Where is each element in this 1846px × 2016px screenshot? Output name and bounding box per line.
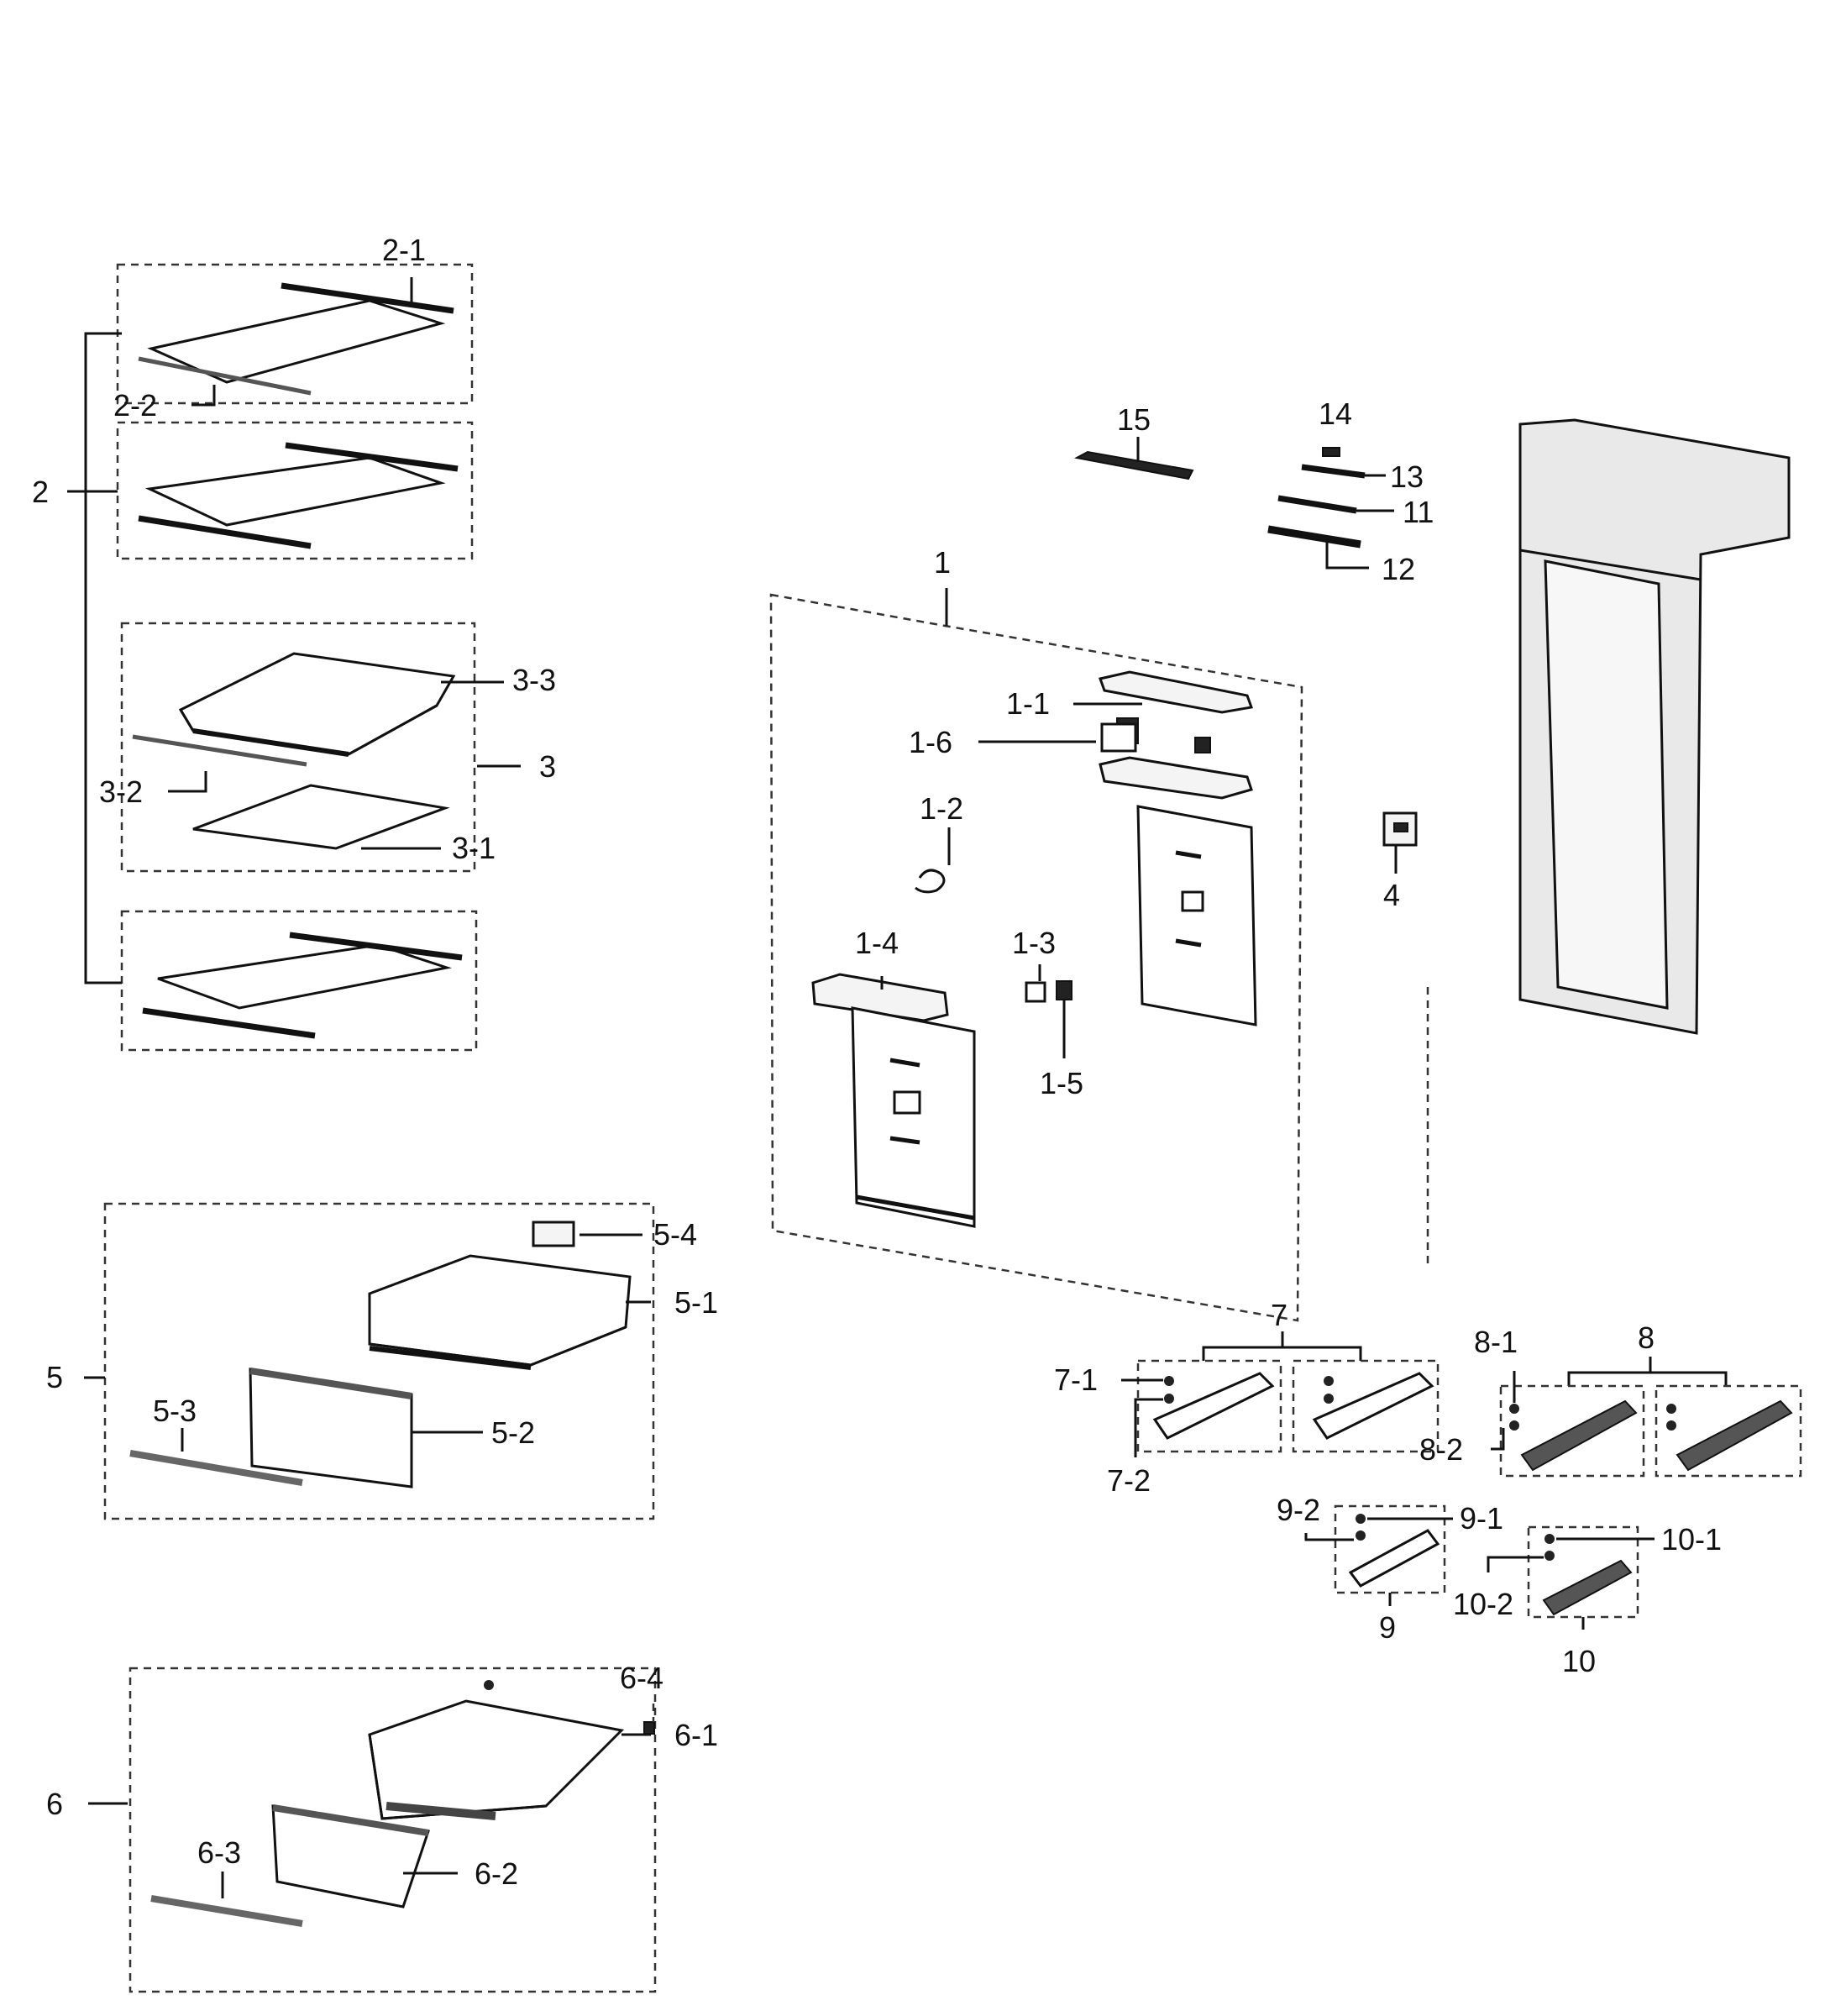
label-1: 1 xyxy=(934,545,951,580)
label-9-2: 9-2 xyxy=(1277,1493,1320,1527)
label-7-2: 7-2 xyxy=(1107,1463,1151,1498)
panel-assembly-1 xyxy=(769,588,1303,1322)
label-10: 10 xyxy=(1562,1644,1596,1678)
label-2-1: 2-1 xyxy=(382,233,426,267)
label-6-1: 6-1 xyxy=(674,1718,718,1752)
label-1-3: 1-3 xyxy=(1012,926,1056,960)
label-3-2: 3-2 xyxy=(99,774,143,809)
label-5-1: 5-1 xyxy=(674,1285,718,1320)
part-15 xyxy=(1074,437,1194,480)
label-1-5: 1-5 xyxy=(1040,1066,1083,1100)
label-7-1: 7-1 xyxy=(1054,1362,1098,1397)
label-5-2: 5-2 xyxy=(491,1415,535,1450)
label-3-3: 3-3 xyxy=(512,663,556,697)
label-5-3: 5-3 xyxy=(153,1394,197,1428)
label-5: 5 xyxy=(46,1360,63,1394)
shelf-assembly-2b xyxy=(116,421,474,560)
label-14: 14 xyxy=(1319,396,1352,431)
label-5-4: 5-4 xyxy=(653,1217,697,1252)
label-10-1: 10-1 xyxy=(1661,1522,1722,1557)
label-10-2: 10-2 xyxy=(1453,1587,1513,1621)
part-group-7 xyxy=(1121,1331,1440,1457)
label-12: 12 xyxy=(1382,552,1415,586)
label-4: 4 xyxy=(1383,878,1400,912)
label-3: 3 xyxy=(539,749,556,784)
label-2: 2 xyxy=(32,475,49,509)
label-6-4: 6-4 xyxy=(620,1661,663,1695)
label-1-4: 1-4 xyxy=(855,926,899,960)
label-2-2: 2-2 xyxy=(113,388,157,423)
drawer-assembly-5 xyxy=(84,1202,655,1520)
label-1-6: 1-6 xyxy=(909,725,952,759)
label-15: 15 xyxy=(1117,402,1151,437)
label-9: 9 xyxy=(1379,1610,1396,1645)
label-3-1: 3-1 xyxy=(452,831,496,865)
parts-11-12-13-14 xyxy=(1267,447,1394,570)
shelf-assembly-2c xyxy=(120,910,478,1052)
part-group-8 xyxy=(1491,1357,1802,1478)
label-8-1: 8-1 xyxy=(1474,1325,1518,1359)
shelf-assembly-3 xyxy=(120,622,476,873)
label-13: 13 xyxy=(1390,459,1424,494)
label-7: 7 xyxy=(1271,1298,1287,1332)
label-1-1: 1-1 xyxy=(1006,686,1050,721)
label-6-2: 6-2 xyxy=(475,1856,518,1891)
shelf-assembly-2a xyxy=(116,263,474,405)
part-group-10 xyxy=(1487,1525,1655,1630)
label-6: 6 xyxy=(46,1787,63,1821)
label-8: 8 xyxy=(1638,1320,1655,1355)
part-4 xyxy=(1382,811,1418,874)
label-9-1: 9-1 xyxy=(1460,1501,1503,1536)
label-8-2: 8-2 xyxy=(1419,1432,1463,1467)
part-group-9 xyxy=(1304,1504,1453,1606)
drawer-assembly-6 xyxy=(88,1667,657,1993)
label-1-2: 1-2 xyxy=(920,791,963,826)
label-6-3: 6-3 xyxy=(197,1835,241,1870)
label-11: 11 xyxy=(1403,495,1434,529)
cabinet-outline xyxy=(1426,418,1791,1268)
